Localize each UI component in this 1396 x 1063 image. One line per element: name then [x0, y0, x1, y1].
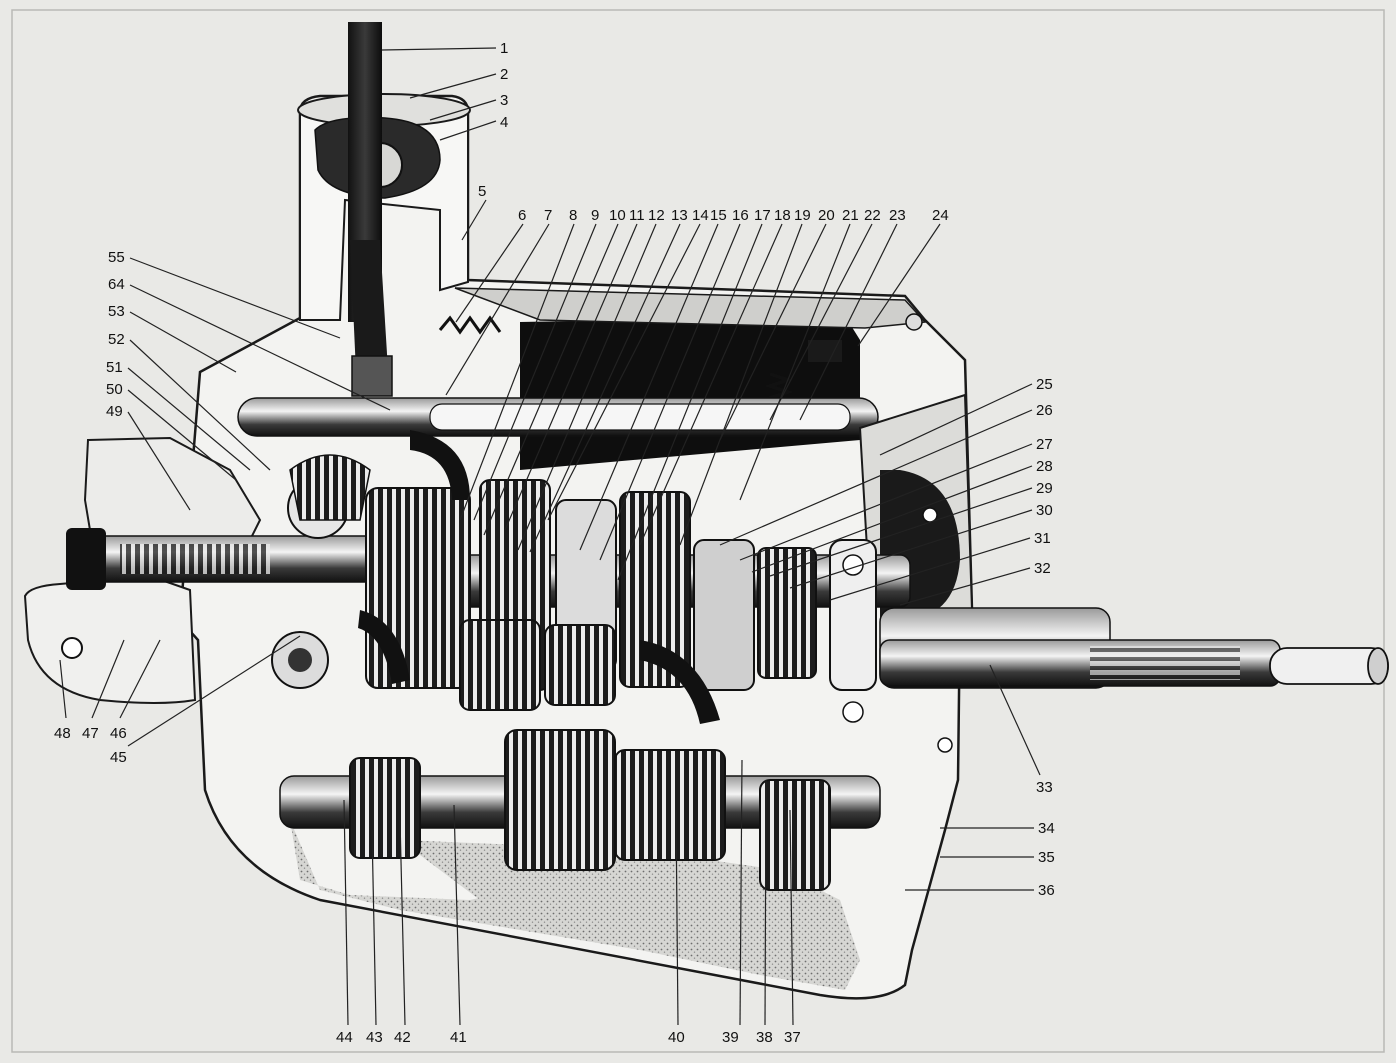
main-gear-4 — [757, 547, 817, 679]
callout-16: 16 — [732, 207, 749, 224]
counter-gear-3 — [614, 749, 726, 861]
shift-fork-3 — [358, 610, 410, 684]
callout-27: 27 — [1036, 436, 1053, 453]
housing-top-rib — [454, 287, 927, 329]
callout-13: 13 — [671, 207, 688, 224]
synchro-hub-2 — [693, 539, 755, 691]
callout-8: 8 — [569, 207, 577, 224]
input-shaft-splines — [120, 544, 270, 574]
callout-38: 38 — [756, 1029, 773, 1046]
input-shaft-nut — [66, 528, 106, 590]
callout-47: 47 — [82, 725, 99, 742]
callout-37: 37 — [784, 1029, 801, 1046]
callout-40: 40 — [668, 1029, 685, 1046]
selector-finger — [351, 355, 393, 397]
counter-gear-1 — [349, 757, 421, 859]
main-gear-3 — [619, 491, 691, 688]
clutch-release-inner — [288, 648, 312, 672]
callout-17: 17 — [754, 207, 771, 224]
callout-24: 24 — [932, 207, 949, 224]
callout-labels: 1 2 3 4 5 6 7 8 9 10 11 12 13 14 15 16 1… — [54, 40, 1055, 1046]
flange-bolt-hole — [61, 637, 83, 659]
counter-gear-4 — [759, 779, 831, 891]
callout-49: 49 — [106, 403, 123, 420]
reverse-idler-2 — [544, 624, 616, 706]
callout-46: 46 — [110, 725, 127, 742]
callout-7: 7 — [544, 207, 552, 224]
figure-frame — [11, 9, 1385, 1053]
callout-45: 45 — [110, 749, 127, 766]
callout-48: 48 — [54, 725, 71, 742]
callout-44: 44 — [336, 1029, 353, 1046]
callout-12: 12 — [648, 207, 665, 224]
callout-33: 33 — [1036, 779, 1053, 796]
callout-31: 31 — [1034, 530, 1051, 547]
callout-20: 20 — [818, 207, 835, 224]
callout-1: 1 — [500, 40, 508, 57]
callout-11: 11 — [629, 207, 645, 224]
shift-fork-1 — [410, 430, 470, 500]
callout-21: 21 — [842, 207, 859, 224]
callout-2: 2 — [500, 66, 508, 83]
callout-53: 53 — [108, 303, 125, 320]
callout-36: 36 — [1038, 882, 1055, 899]
output-shaft-splines — [1090, 646, 1240, 680]
callout-29: 29 — [1036, 480, 1053, 497]
callout-14: 14 — [692, 207, 709, 224]
callout-26: 26 — [1036, 402, 1053, 419]
callout-3: 3 — [500, 92, 508, 109]
callout-41: 41 — [450, 1029, 467, 1046]
callout-30: 30 — [1036, 502, 1053, 519]
rear-bolt-a — [922, 507, 938, 523]
lever-spring — [438, 315, 502, 335]
top-bolt — [905, 313, 923, 331]
callout-34: 34 — [1038, 820, 1055, 837]
callout-64: 64 — [108, 276, 125, 293]
callout-39: 39 — [722, 1029, 739, 1046]
main-bearing-rear — [829, 539, 877, 691]
leader-lines — [59, 47, 1041, 1026]
callout-10: 10 — [609, 207, 626, 224]
callout-52: 52 — [108, 331, 125, 348]
callout-9: 9 — [591, 207, 599, 224]
callout-6: 6 — [518, 207, 526, 224]
shift-fork-2 — [640, 640, 720, 724]
output-shaft-end — [1367, 647, 1389, 685]
main-gear-1 — [365, 487, 471, 689]
callout-19: 19 — [794, 207, 811, 224]
bearing-ball-b — [842, 701, 864, 723]
callout-43: 43 — [366, 1029, 383, 1046]
callout-55: 55 — [108, 249, 125, 266]
gear-lever-lower — [350, 240, 388, 372]
counter-gear-2 — [504, 729, 616, 871]
callout-32: 32 — [1034, 560, 1051, 577]
callout-35: 35 — [1038, 849, 1055, 866]
callout-42: 42 — [394, 1029, 411, 1046]
callout-4: 4 — [500, 114, 508, 131]
callout-23: 23 — [889, 207, 906, 224]
callout-51: 51 — [106, 359, 123, 376]
callout-25: 25 — [1036, 376, 1053, 393]
callout-22: 22 — [864, 207, 881, 224]
callout-28: 28 — [1036, 458, 1053, 475]
selector-rod-upper — [429, 403, 851, 431]
front-gear-sector — [289, 454, 371, 521]
reverse-idler — [459, 619, 541, 711]
oil-sump — [290, 820, 860, 990]
detent-plug — [808, 340, 842, 362]
rear-bolt-b — [937, 737, 953, 753]
callout-15: 15 — [710, 207, 727, 224]
gearbox-illustration — [23, 22, 1389, 1000]
callout-18: 18 — [774, 207, 791, 224]
callout-5: 5 — [478, 183, 486, 200]
callout-50: 50 — [106, 381, 123, 398]
front-flange — [23, 574, 197, 704]
